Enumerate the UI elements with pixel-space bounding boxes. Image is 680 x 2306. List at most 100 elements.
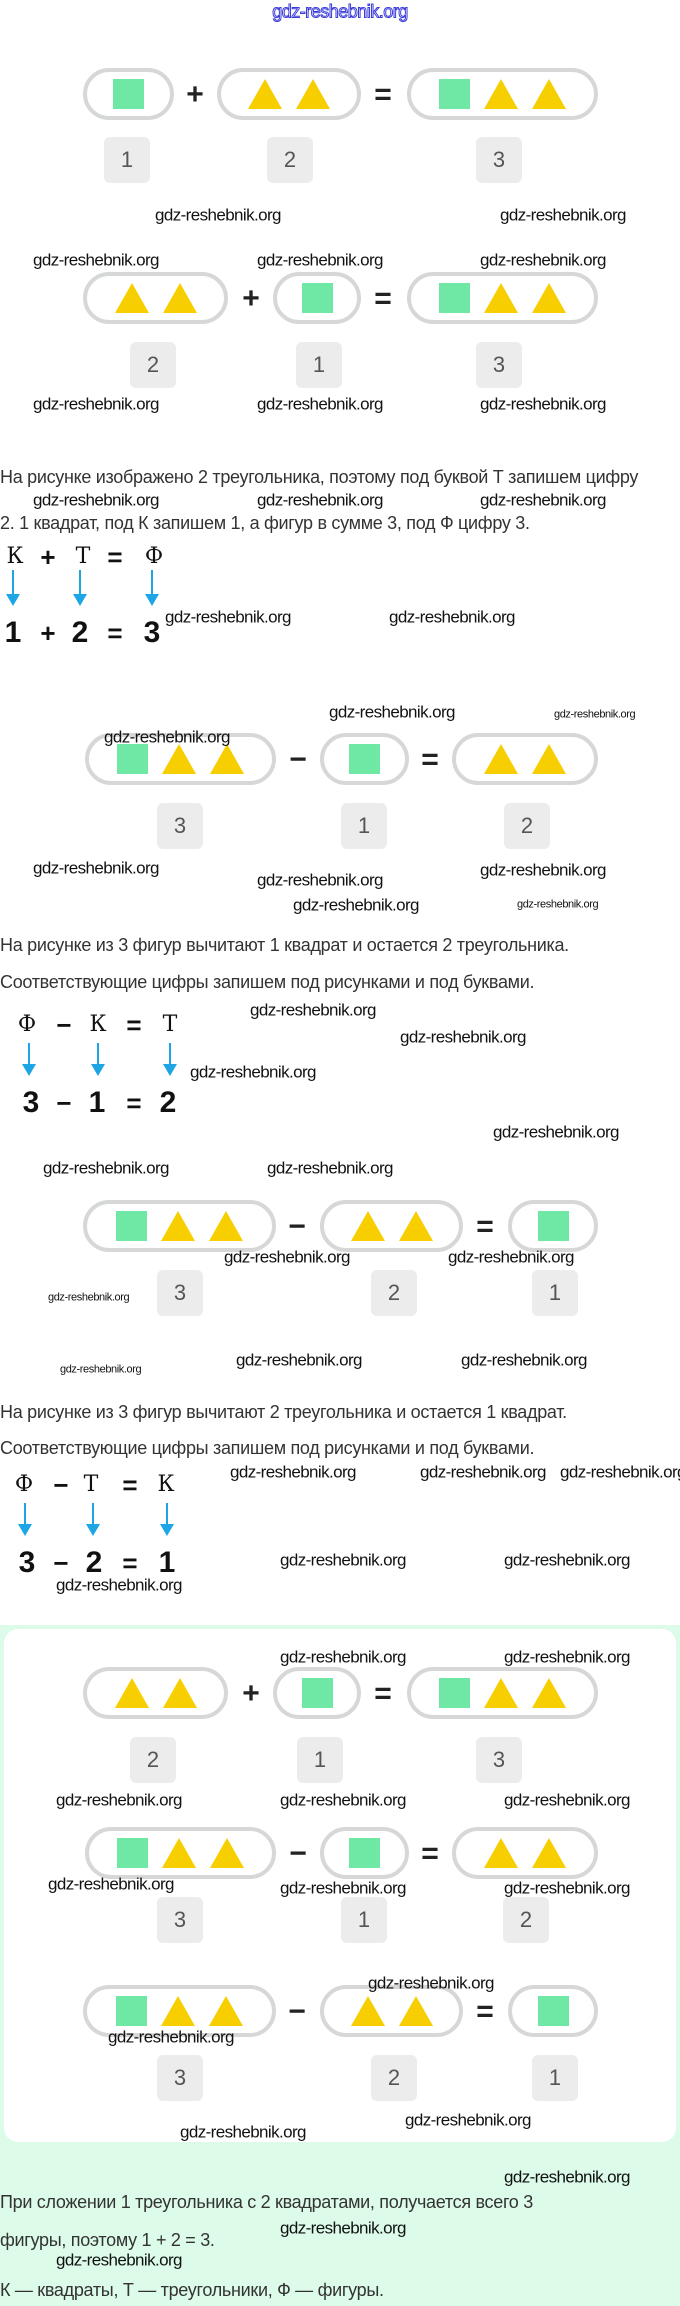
number-value: 1	[88, 1086, 106, 1119]
triangle-icon	[532, 79, 566, 109]
triangle-icon	[532, 283, 566, 313]
arrow-down-icon	[160, 1503, 174, 1536]
minus-sign: −	[288, 1210, 306, 1243]
minus-sign: −	[289, 1837, 307, 1870]
number-value: 3	[143, 616, 161, 649]
shape-group	[508, 1200, 598, 1252]
explanation-text: Соответствующие цифры запишем под рисунк…	[0, 972, 535, 992]
answer-badge: 1	[341, 803, 387, 849]
watermark: gdz-reshebnik.org	[329, 702, 455, 722]
watermark: gdz-reshebnik.org	[504, 1878, 630, 1898]
watermark: gdz-reshebnik.org	[48, 1291, 130, 1304]
answer-badge: 2	[503, 1897, 549, 1943]
answer-badge: 2	[371, 1270, 417, 1316]
square-icon	[349, 744, 380, 774]
watermark: gdz-reshebnik.org	[104, 727, 230, 747]
watermark: gdz-reshebnik.org	[33, 490, 159, 510]
square-icon	[117, 744, 148, 774]
watermark: gdz-reshebnik.org	[293, 895, 419, 915]
letter-variable: Т	[75, 544, 91, 569]
square-icon	[301, 1678, 333, 1708]
operator: −	[53, 1548, 69, 1578]
operator: −	[56, 1010, 72, 1040]
watermark: gdz-reshebnik.org	[257, 394, 383, 414]
shape-group	[452, 733, 598, 785]
answer-badge: 2	[371, 2055, 417, 2101]
explanation-text: На рисунке из 3 фигур вычитают 1 квадрат…	[0, 935, 569, 955]
answer-badge: 3	[157, 1897, 203, 1943]
triangle-icon	[162, 1678, 197, 1708]
watermark: gdz-reshebnik.org	[420, 1462, 546, 1482]
watermark: gdz-reshebnik.org	[493, 1122, 619, 1142]
shape-group	[273, 1667, 361, 1719]
watermark: gdz-reshebnik.org	[280, 1647, 406, 1667]
watermark: gdz-reshebnik.org	[108, 2027, 234, 2047]
plus-sign: +	[242, 282, 260, 315]
explanation-text: При сложении 1 треугольника с 2 квадрата…	[0, 2192, 533, 2212]
letter-variable: К	[89, 1012, 107, 1037]
answer-badge: 1	[341, 1897, 387, 1943]
triangle-icon	[161, 1211, 195, 1241]
shape-group	[407, 1667, 598, 1719]
watermark: gdz-reshebnik.org	[389, 607, 515, 627]
watermark: gdz-reshebnik.org	[257, 490, 383, 510]
triangle-icon	[296, 79, 330, 109]
square-icon	[439, 1678, 470, 1708]
arrow-down-icon	[73, 570, 87, 606]
operator: =	[126, 1010, 142, 1040]
number-value: 1	[158, 1546, 176, 1579]
watermark: gdz-reshebnik.org	[33, 250, 159, 270]
answer-badge: 2	[130, 342, 176, 388]
operator: =	[107, 618, 123, 648]
triangle-icon	[532, 744, 566, 774]
square-icon	[113, 79, 144, 109]
plus-sign: +	[186, 78, 204, 111]
triangle-icon	[248, 79, 282, 109]
number-value: 2	[85, 1546, 103, 1579]
watermark: gdz-reshebnik.org	[250, 1000, 376, 1020]
watermark: gdz-reshebnik.org	[155, 205, 281, 225]
number-value: 2	[159, 1086, 177, 1119]
triangle-icon	[350, 1211, 385, 1241]
letter-variable: К	[6, 544, 24, 569]
operator: +	[40, 618, 56, 648]
arrow-down-icon	[86, 1503, 100, 1536]
equals-sign: =	[374, 282, 392, 315]
equals-sign: =	[421, 1837, 439, 1870]
triangle-icon	[398, 1211, 433, 1241]
explanation-text: На рисунке изображено 2 треугольника, по…	[0, 467, 639, 487]
shape-group	[217, 68, 361, 120]
watermark: gdz-reshebnik.org	[554, 708, 636, 721]
triangle-icon	[162, 1838, 196, 1868]
watermark: gdz-reshebnik.org	[56, 2250, 182, 2270]
watermark: gdz-reshebnik.org	[280, 1790, 406, 1810]
watermark: gdz-reshebnik.org	[280, 1878, 406, 1898]
square-icon	[537, 1211, 569, 1241]
watermark: gdz-reshebnik.org	[461, 1350, 587, 1370]
square-icon	[116, 1211, 147, 1241]
number-value: 1	[4, 616, 22, 649]
watermark: gdz-reshebnik.org	[280, 2218, 406, 2238]
watermark: gdz-reshebnik.org	[257, 250, 383, 270]
triangle-icon	[532, 1678, 566, 1708]
operator: =	[126, 1088, 142, 1118]
explanation-text: На рисунке из 3 фигур вычитают 2 треугол…	[0, 1402, 567, 1422]
watermark: gdz-reshebnik.org	[504, 2167, 630, 2187]
shape-group	[320, 1827, 409, 1879]
shape-group	[83, 1667, 228, 1719]
operator: −	[53, 1470, 69, 1500]
triangle-icon	[484, 1678, 518, 1708]
square-icon	[117, 1838, 148, 1868]
watermark: gdz-reshebnik.org	[368, 1973, 494, 1993]
triangle-icon	[532, 1838, 566, 1868]
plus-sign: +	[242, 1677, 260, 1710]
triangle-icon	[162, 283, 197, 313]
answer-badge: 3	[157, 1270, 203, 1316]
letter-variable: Т	[83, 1472, 99, 1497]
answer-badge: 3	[476, 137, 522, 183]
answer-badge: 1	[296, 342, 342, 388]
number-value: 3	[18, 1546, 36, 1579]
triangle-icon	[114, 283, 149, 313]
operator: =	[107, 542, 123, 572]
